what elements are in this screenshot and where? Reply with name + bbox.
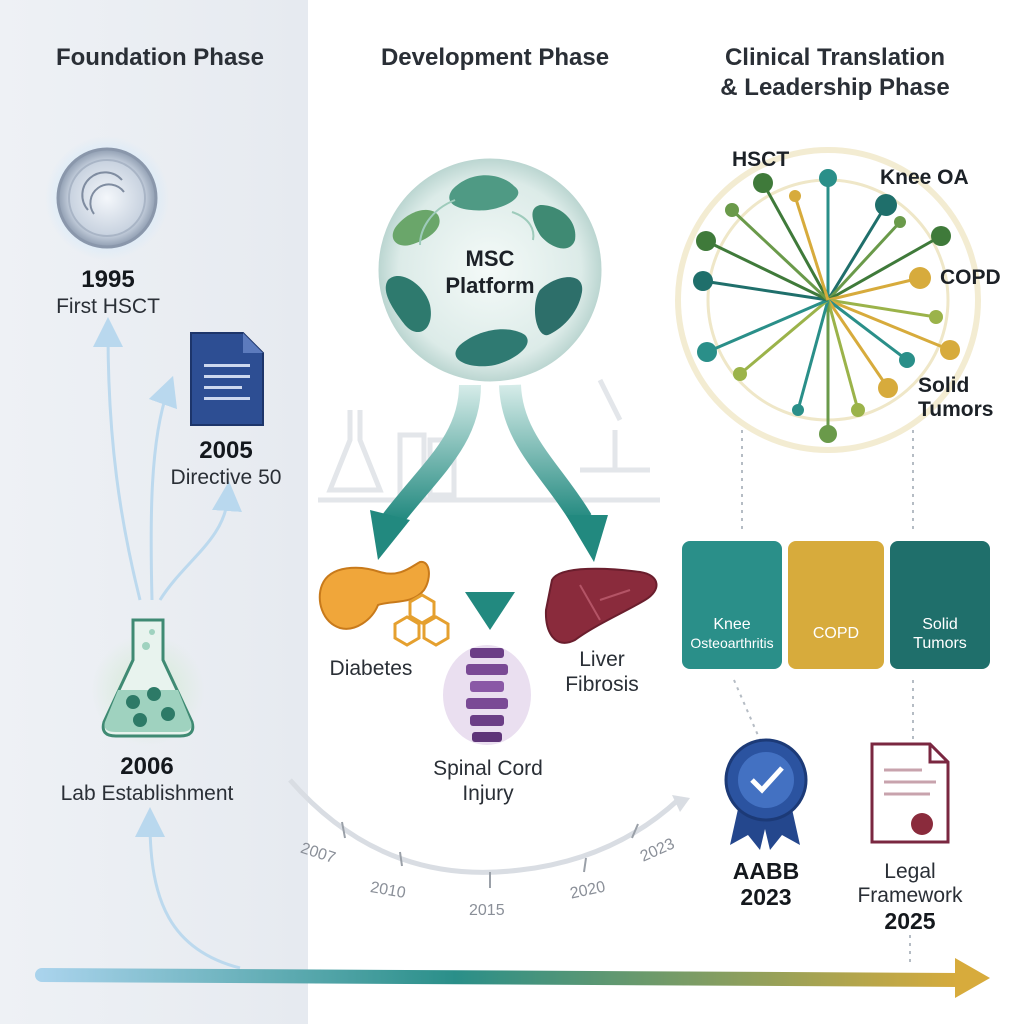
document-icon bbox=[190, 332, 264, 426]
liver-icon bbox=[544, 567, 658, 644]
pancreas-icon bbox=[318, 560, 450, 647]
spoke-label-solid-line1: Solid bbox=[918, 374, 970, 397]
liver-fibrosis-label-line1: Liver bbox=[579, 648, 625, 671]
diabetes-label: Diabetes bbox=[329, 657, 413, 680]
spoke-label-knee-oa: Knee OA bbox=[880, 166, 969, 189]
knee-osteoarthritis-card: Knee Osteoarthritis bbox=[682, 541, 782, 669]
solid-card-label-line2: Tumors bbox=[913, 635, 967, 652]
milestone-2006-year: 2006 bbox=[120, 753, 174, 780]
petri-dish-icon bbox=[45, 136, 169, 260]
copd-card-label: COPD bbox=[812, 625, 860, 642]
solid-card-label-line1: Solid bbox=[922, 616, 958, 633]
copd-card: COPD bbox=[788, 541, 884, 669]
milestone-2005-year: 2005 bbox=[199, 437, 253, 464]
knee-card-label-line2: Osteoarthritis bbox=[690, 635, 774, 651]
milestone-1995-label: First HSCT bbox=[56, 295, 160, 318]
clinical-network-starburst bbox=[675, 147, 981, 453]
knee-card-label: Knee Osteoarthritis bbox=[682, 615, 782, 653]
main-timeline-arrow bbox=[35, 958, 990, 998]
flask-icon bbox=[92, 618, 204, 746]
foundation-flow-arrows bbox=[93, 317, 242, 970]
development-timeline-arc bbox=[288, 778, 690, 888]
timeline-tick: 2015 bbox=[469, 902, 505, 919]
spoke-label-copd: COPD bbox=[940, 266, 1001, 289]
clinical-phase-title-line1: Clinical Translation bbox=[724, 44, 946, 71]
legal-framework-label-line1: Legal bbox=[884, 860, 936, 883]
legal-document-icon bbox=[870, 742, 950, 844]
dotted-connectors bbox=[733, 430, 914, 965]
legal-framework-label-line2: Framework bbox=[857, 884, 963, 907]
msc-platform-label-line1: MSC bbox=[465, 246, 515, 271]
spinal-cord-label-line2: Injury bbox=[462, 782, 514, 805]
spoke-label-solid-line2: Tumors bbox=[918, 398, 994, 421]
liver-fibrosis-label-line2: Fibrosis bbox=[565, 673, 639, 696]
msc-platform-sphere bbox=[373, 153, 607, 387]
foundation-phase-title: Foundation Phase bbox=[55, 44, 264, 71]
msc-output-arrows bbox=[370, 384, 608, 630]
aabb-seal-icon bbox=[724, 738, 808, 850]
clinical-phase-title-line2: & Leadership Phase bbox=[720, 74, 950, 101]
milestone-2006-label: Lab Establishment bbox=[60, 782, 234, 805]
legal-framework-year: 2025 bbox=[884, 908, 936, 934]
milestone-2005-label: Directive 50 bbox=[170, 466, 282, 489]
solid-card-label: Solid Tumors bbox=[890, 615, 990, 653]
spine-icon bbox=[443, 645, 531, 745]
development-phase-title: Development Phase bbox=[380, 44, 610, 71]
aabb-label-line2: 2023 bbox=[740, 884, 792, 910]
spoke-label-hsct: HSCT bbox=[732, 148, 790, 171]
aabb-label-line1: AABB bbox=[732, 858, 800, 884]
solid-tumors-card: Solid Tumors bbox=[890, 541, 990, 669]
milestone-1995-year: 1995 bbox=[81, 266, 135, 293]
knee-card-label-line1: Knee bbox=[713, 616, 751, 633]
msc-platform-label-line2: Platform bbox=[445, 273, 535, 298]
spinal-cord-label-line1: Spinal Cord bbox=[433, 757, 543, 780]
